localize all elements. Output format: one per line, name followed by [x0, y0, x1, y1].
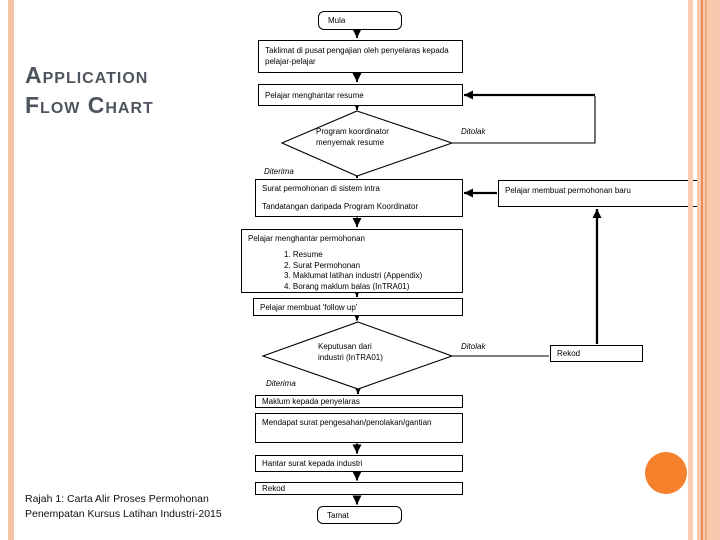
- document-item: 3. Maklumat latihan industri (Appendix): [284, 271, 423, 280]
- accent-circle: [645, 452, 687, 494]
- document-list: 1. Resume 2. Surat Permohonan 3. Makluma…: [284, 250, 456, 292]
- page-title: Application Flow Chart: [25, 60, 154, 120]
- process-mendapat-surat-label: Mendapat surat pengesahan/penolakan/gant…: [262, 418, 432, 427]
- process-hantar-resume-label: Pelajar menghantar resume: [265, 91, 364, 100]
- process-rekod-bottom: Rekod: [255, 482, 463, 495]
- process-surat-line2: Tandatangan daripada Program Koordinator: [262, 202, 419, 211]
- accent-line-right-light: [705, 0, 707, 540]
- decision-semak-resume-line1: Program koordinator: [316, 127, 389, 136]
- decision-semak-resume-line2: menyemak resume: [316, 137, 385, 147]
- decision-keputusan-line1: Keputusan dari: [318, 342, 372, 351]
- process-mendapat-surat: Mendapat surat pengesahan/penolakan/gant…: [255, 413, 463, 443]
- page-title-line1: Application: [25, 62, 149, 88]
- figure-caption: Rajah 1: Carta Alir Proses Permohonan Pe…: [25, 492, 222, 521]
- process-taklimat: Taklimat di pusat pengajian oleh penyela…: [258, 40, 463, 73]
- decision-semak-resume-text: Program koordinator menyemak resume: [316, 127, 389, 148]
- process-follow-up: Pelajar membuat 'follow up': [253, 298, 463, 316]
- page-title-line2: Flow Chart: [25, 92, 154, 118]
- process-surat-permohonan: Surat permohonan di sistem intra Tandata…: [255, 179, 463, 217]
- process-permohonan-baru-label: Pelajar membuat permohonan baru: [505, 186, 631, 195]
- process-rekod-side: Rekod: [550, 345, 643, 362]
- process-hantar-resume: Pelajar menghantar resume: [258, 84, 463, 106]
- process-follow-up-label: Pelajar membuat 'follow up': [260, 303, 358, 312]
- ditolak-resume-connector: [452, 90, 596, 144]
- process-rekod-bottom-label: Rekod: [262, 484, 286, 493]
- decision-keputusan-text: Keputusan dari industri (InTRA01): [318, 342, 383, 363]
- process-rekod-side-label: Rekod: [557, 349, 581, 358]
- process-maklum-penyelaras: Maklum kepada penyelaras: [255, 395, 463, 408]
- branch-label-diterima-2: Diterima: [266, 379, 296, 388]
- process-permohonan-baru: Pelajar membuat permohonan baru: [498, 180, 707, 207]
- process-hantar-surat: Hantar surat kepada industri: [255, 455, 463, 472]
- branch-label-ditolak-2: Ditolak: [461, 342, 486, 351]
- figure-caption-line1: Rajah 1: Carta Alir Proses Permohonan: [25, 493, 209, 505]
- document-item: 2. Surat Permohonan: [284, 260, 361, 270]
- document-item: 1. Resume: [284, 250, 323, 259]
- figure-caption-line2: Penempatan Kursus Latihan Industri-2015: [25, 507, 222, 520]
- decision-semak-resume: [280, 110, 454, 177]
- terminator-tamat-label: Tamat: [327, 511, 349, 520]
- branch-label-ditolak-1: Ditolak: [461, 127, 486, 136]
- process-hantar-permohonan: Pelajar menghantar permohonan 1. Resume …: [241, 229, 463, 293]
- terminator-mula-label: Mula: [328, 16, 346, 25]
- terminator-tamat: Tamat: [317, 506, 402, 524]
- accent-line-right-dark: [701, 0, 703, 540]
- process-maklum-label: Maklum kepada penyelaras: [262, 397, 360, 406]
- accent-stripe-left: [8, 0, 14, 540]
- document-item: 4. Borang maklum balas (InTRA01): [284, 281, 410, 291]
- process-surat-line1: Surat permohonan di sistem intra: [262, 184, 380, 193]
- decision-keputusan-industri: [261, 321, 454, 390]
- process-hantar-surat-label: Hantar surat kepada industri: [262, 459, 363, 468]
- accent-stripe-right-thin: [688, 0, 693, 540]
- permohonan-baru-connector: [452, 188, 602, 357]
- decision-keputusan-line2: industri (InTRA01): [318, 352, 383, 362]
- process-taklimat-label: Taklimat di pusat pengajian oleh penyela…: [265, 46, 449, 66]
- process-hantar-permohonan-heading: Pelajar menghantar permohonan: [248, 234, 365, 243]
- branch-label-diterima-1: Diterima: [264, 167, 294, 176]
- terminator-mula: Mula: [318, 11, 402, 30]
